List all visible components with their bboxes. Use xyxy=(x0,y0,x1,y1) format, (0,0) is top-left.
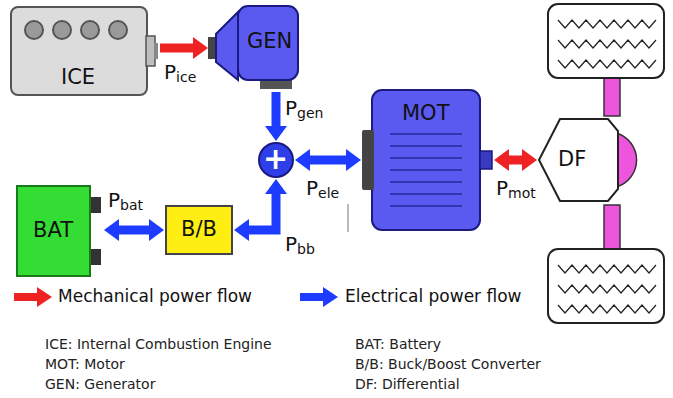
battery-body xyxy=(17,186,90,276)
gen-shaft xyxy=(208,37,216,59)
legend-text: Electrical power flow xyxy=(345,286,522,306)
node-label: BAT xyxy=(33,219,73,242)
sum-circle xyxy=(259,143,293,177)
axle-bar xyxy=(604,76,620,116)
abbreviation-key: DF: Differential xyxy=(355,376,460,393)
tread-line xyxy=(558,305,656,313)
arrow-head xyxy=(295,149,310,171)
arrow-shaft xyxy=(272,92,281,127)
motor-stripe xyxy=(390,193,462,195)
gen-body xyxy=(238,6,298,80)
power-flow-arrow xyxy=(104,219,164,241)
converter-block: B/B xyxy=(165,205,233,255)
abbreviation-key: MOT: Motor xyxy=(45,356,125,373)
arrow-head xyxy=(104,219,119,241)
converter-body xyxy=(166,206,232,254)
motor-shaft xyxy=(480,151,492,169)
node-label: ICE xyxy=(61,66,95,89)
power-flow-arrow xyxy=(160,37,208,59)
differential-block: DF xyxy=(538,113,648,207)
arrow-shaft xyxy=(118,226,150,235)
power-label: Pmot xyxy=(496,176,536,202)
battery-block: BAT xyxy=(16,185,102,277)
cylinder xyxy=(53,21,71,39)
power-label: Pbb xyxy=(285,232,315,258)
legend-text: Mechanical power flow xyxy=(58,286,252,306)
motor-stripe xyxy=(390,157,462,159)
node-label: B/B xyxy=(181,218,217,241)
engine-shaft xyxy=(154,43,158,59)
abbreviation-key: BAT: Battery xyxy=(355,336,441,353)
motor-stripe xyxy=(390,145,462,147)
engine-flange xyxy=(146,36,155,66)
diff-housing xyxy=(616,133,637,187)
axle-bar xyxy=(604,205,620,249)
arrow-head xyxy=(494,149,509,171)
arrow-head xyxy=(346,149,361,171)
arrow-shaft xyxy=(508,156,523,165)
node-label: MOT xyxy=(402,102,449,125)
power-flow-arrow xyxy=(494,149,537,171)
motor-stripe xyxy=(390,133,462,135)
motor-body xyxy=(372,90,480,230)
wheel xyxy=(548,4,664,78)
power-flow-arrow xyxy=(265,92,287,141)
tread-line xyxy=(558,285,656,293)
engine-block: ICE xyxy=(10,6,158,96)
arrow-head xyxy=(522,149,537,171)
node-label: GEN xyxy=(247,30,292,53)
motor-stripe xyxy=(390,181,462,183)
motor-stripe xyxy=(390,169,462,171)
arrow-head xyxy=(265,179,287,194)
cylinder xyxy=(109,21,127,39)
node-label: + xyxy=(263,144,288,174)
motor-block: MOT xyxy=(362,84,492,236)
arrow-head xyxy=(149,219,164,241)
power-flow-arrow xyxy=(234,179,287,241)
power-label: Pele xyxy=(306,176,339,202)
legend-sample-electrical xyxy=(300,287,338,307)
power-flow-arrow xyxy=(295,149,361,171)
battery-terminal xyxy=(90,249,101,265)
arrow-head xyxy=(265,126,287,141)
cylinder xyxy=(81,21,99,39)
abbreviation-key: ICE: Internal Combustion Engine xyxy=(45,336,272,353)
wheel xyxy=(548,249,664,323)
tread-line xyxy=(558,60,656,68)
abbreviation-key: B/B: Buck/Boost Converter xyxy=(355,356,541,373)
motor-flange xyxy=(362,130,374,190)
generator-block: GEN xyxy=(208,4,300,90)
arrow-head xyxy=(193,37,208,59)
motor-stripe xyxy=(390,205,462,207)
legend-sample-mechanical xyxy=(14,287,52,307)
arrow-shaft xyxy=(248,193,276,230)
summing-junction: + xyxy=(258,142,294,178)
arrow-shaft xyxy=(309,156,347,165)
power-label: Pice xyxy=(164,60,196,86)
tread-line xyxy=(558,20,656,28)
cylinder xyxy=(25,21,43,39)
gen-cone xyxy=(216,12,238,80)
abbreviation-key: GEN: Generator xyxy=(45,376,155,393)
node-shape xyxy=(538,113,648,207)
arrow-head xyxy=(234,219,249,241)
tread-line xyxy=(558,40,656,48)
power-label: Pbat xyxy=(108,188,143,214)
node-label: DF xyxy=(558,148,586,171)
leader-line xyxy=(348,204,349,232)
tread-line xyxy=(558,265,656,273)
arrow-shaft xyxy=(160,44,194,53)
battery-terminal xyxy=(90,197,101,213)
power-label: Pgen xyxy=(285,96,323,122)
diff-body xyxy=(539,119,618,201)
engine-body xyxy=(11,7,147,95)
